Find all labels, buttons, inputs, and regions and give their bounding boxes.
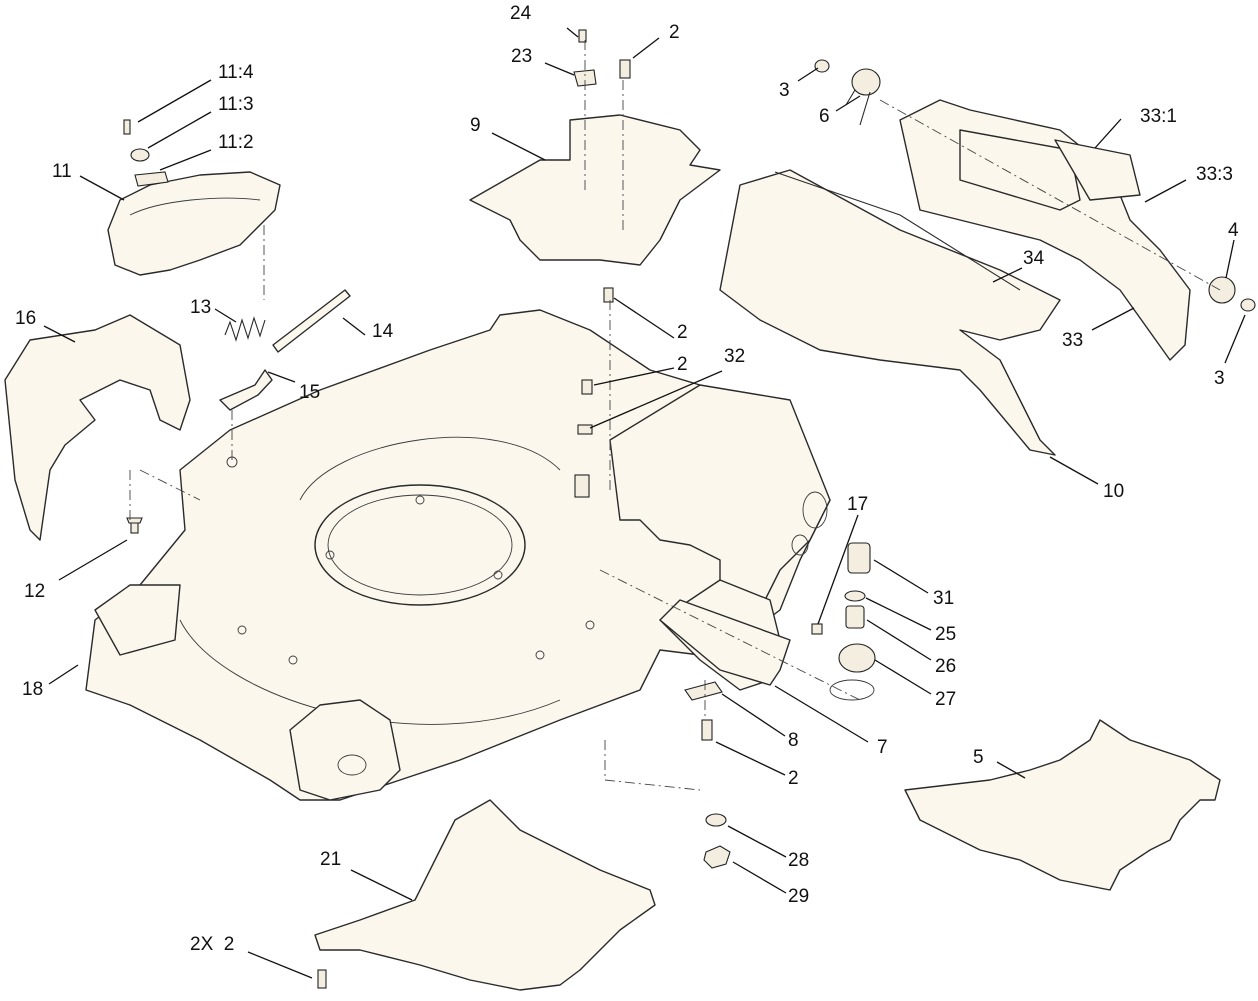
callout-3-bottom: 3 — [1214, 368, 1225, 389]
callout-2x-2: 2X 2 — [190, 934, 234, 955]
callout-15: 15 — [299, 382, 320, 403]
flap-plate — [1054, 139, 1141, 201]
springs-right — [814, 59, 1256, 312]
callout-4: 4 — [1228, 220, 1239, 241]
callout-29: 29 — [788, 886, 809, 907]
baffle-7 — [659, 599, 791, 686]
callout-11: 11 — [52, 161, 72, 182]
callout-23: 23 — [511, 46, 532, 67]
callout-32: 32 — [724, 346, 745, 367]
callout-labels: 24 23 2 9 11:4 11:3 11:2 11 16 13 14 15 … — [15, 3, 1239, 955]
callout-7: 7 — [877, 737, 888, 758]
handle-bracket — [107, 119, 281, 276]
callout-33-1: 33:1 — [1140, 106, 1177, 127]
callout-26: 26 — [935, 656, 956, 677]
top-cover — [469, 114, 721, 266]
bolt-12 — [126, 517, 143, 534]
callout-2-top: 2 — [669, 22, 680, 43]
rear-shield — [904, 719, 1221, 891]
callout-17: 17 — [847, 494, 868, 515]
callout-5: 5 — [973, 747, 984, 768]
callout-2-mid-upper: 2 — [677, 322, 688, 343]
callout-3-top: 3 — [779, 80, 790, 101]
flap-hinge — [959, 129, 1081, 211]
callout-11-4: 11:4 — [218, 62, 254, 83]
callout-25: 25 — [935, 624, 956, 645]
callout-12: 12 — [24, 581, 45, 602]
spring-rod-bracket — [219, 289, 351, 411]
callout-21: 21 — [320, 849, 341, 870]
callout-13: 13 — [190, 297, 211, 318]
callout-28: 28 — [788, 850, 809, 871]
callout-8: 8 — [788, 730, 799, 751]
side-shield-left — [4, 314, 191, 541]
leader-lines — [43, 27, 1246, 979]
rod-34 — [774, 171, 1021, 291]
callout-6: 6 — [819, 106, 830, 127]
callout-9: 9 — [470, 115, 481, 136]
callout-27: 27 — [935, 689, 956, 710]
height-adjuster-stack — [811, 542, 876, 701]
discharge-chute — [719, 169, 1061, 456]
callout-33: 33 — [1062, 330, 1083, 351]
callout-33-3: 33:3 — [1196, 164, 1233, 185]
callout-14: 14 — [372, 321, 394, 342]
callout-34: 34 — [1023, 248, 1045, 269]
assembly-lines — [129, 40, 1221, 791]
callout-2-lower: 2 — [788, 768, 799, 789]
callout-11-3: 11:3 — [218, 94, 254, 115]
lower-hardware — [684, 681, 731, 869]
callout-18: 18 — [22, 679, 43, 700]
callout-10: 10 — [1103, 481, 1124, 502]
center-hardware — [573, 29, 631, 498]
callout-2-mid-lower: 2 — [677, 354, 688, 375]
callout-11-2: 11:2 — [218, 132, 254, 153]
callout-16: 16 — [15, 308, 36, 329]
front-shield — [314, 799, 656, 991]
callout-31: 31 — [933, 588, 954, 609]
screw-21 — [317, 969, 327, 989]
callout-24: 24 — [510, 3, 532, 24]
